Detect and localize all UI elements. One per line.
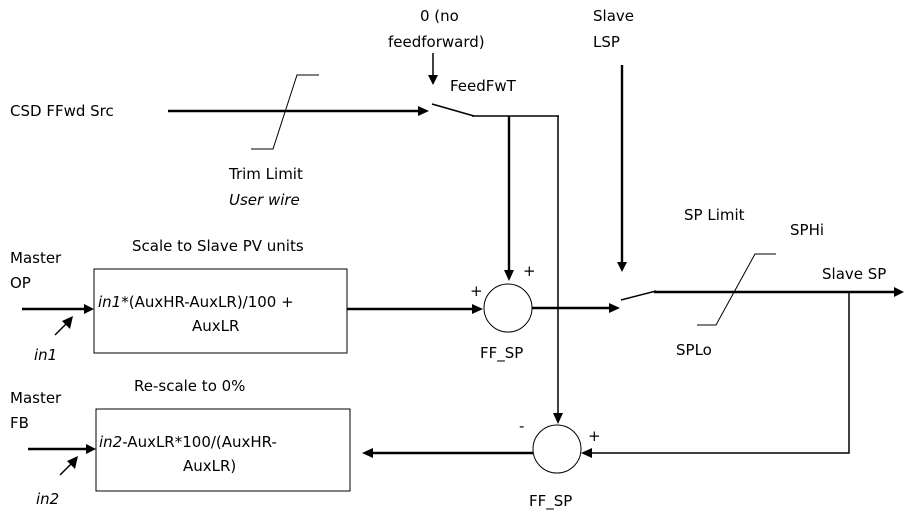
master-fb-label-2: FB (10, 414, 29, 432)
scale-block-title: Scale to Slave PV units (132, 237, 304, 255)
slave-sp-label: Slave SP (822, 265, 886, 283)
no-feedforward-label-2: feedforward) (388, 33, 485, 51)
master-fb-arrowhead (86, 444, 96, 454)
csd-ffwd-src-arrowhead (418, 106, 429, 116)
summer-to-sp-limit-arrowhead (609, 303, 620, 313)
no-feedforward-label-1: 0 (no (420, 7, 459, 25)
rescale-block-title: Re-scale to 0% (134, 377, 245, 395)
feedfwt-label: FeedFwT (450, 77, 517, 95)
summer-top-plus-top: + (523, 262, 536, 280)
summer-bottom-plus: + (588, 427, 601, 445)
ff-to-summer-top-arrowhead (504, 270, 514, 281)
summer-top-plus-left: + (470, 282, 483, 300)
sp-limit-switch-blade (620, 290, 657, 301)
splo-label: SPLo (676, 341, 712, 359)
sp-limit-label: SP Limit (684, 206, 745, 224)
summer-to-rescale-arrowhead (362, 448, 373, 458)
summer-bottom-label: FF_SP (529, 492, 572, 511)
csd-ffwd-src-label: CSD FFwd Src (10, 102, 114, 120)
summer-bottom (532, 424, 582, 474)
slave-lsp-label-2: LSP (593, 33, 620, 51)
in2-pointer-arrowhead (67, 456, 78, 469)
rescale-block-var: in2 (99, 433, 122, 451)
slave-lsp-arrowhead (617, 262, 627, 272)
trim-limit-label: Trim Limit (228, 165, 303, 183)
ff-to-summer-bottom-arrowhead (553, 413, 563, 424)
scale-block-var: in1 (98, 293, 121, 311)
trim-limit-slash (251, 74, 319, 150)
slave-sp-arrowhead (894, 287, 904, 297)
rescale-block (95, 408, 351, 492)
sp-limit-slash (697, 253, 776, 326)
master-op-arrowhead (84, 304, 94, 314)
scale-block (93, 268, 348, 354)
master-op-label-2: OP (10, 274, 31, 292)
master-op-label-1: Master (10, 249, 62, 267)
in2-pointer-line (59, 462, 73, 476)
rescale-block-line1: in2-AuxLR*100/(AuxHR- (99, 433, 277, 451)
in1-pointer-line (54, 322, 68, 336)
rescale-block-expr: -AuxLR*100/(AuxHR- (122, 433, 277, 451)
slave-sp-feedback-arrowhead (581, 448, 592, 458)
master-fb-label-1: Master (10, 389, 62, 407)
no-feedforward-arrowhead (428, 75, 438, 85)
in1-label: in1 (34, 346, 57, 364)
scale-block-expr: *(AuxHR-AuxLR)/100 + (121, 293, 293, 311)
in1-pointer-arrowhead (62, 316, 73, 329)
summer-top-label: FF_SP (480, 344, 523, 363)
scale-block-line1: in1*(AuxHR-AuxLR)/100 + (98, 293, 294, 311)
scale-block-line2: AuxLR (192, 317, 239, 335)
slave-sp-feedback-line (591, 292, 850, 454)
scale-to-summer-arrowhead (472, 304, 483, 314)
rescale-block-line2: AuxLR) (183, 457, 236, 475)
slave-lsp-label-1: Slave (593, 7, 634, 25)
sphi-label: SPHi (790, 221, 824, 239)
trim-limit-sub: User wire (229, 191, 300, 209)
in2-label: in2 (36, 490, 59, 508)
summer-bottom-minus: - (519, 417, 524, 435)
summer-top (483, 283, 533, 333)
feedfwt-switch-blade (431, 103, 475, 117)
